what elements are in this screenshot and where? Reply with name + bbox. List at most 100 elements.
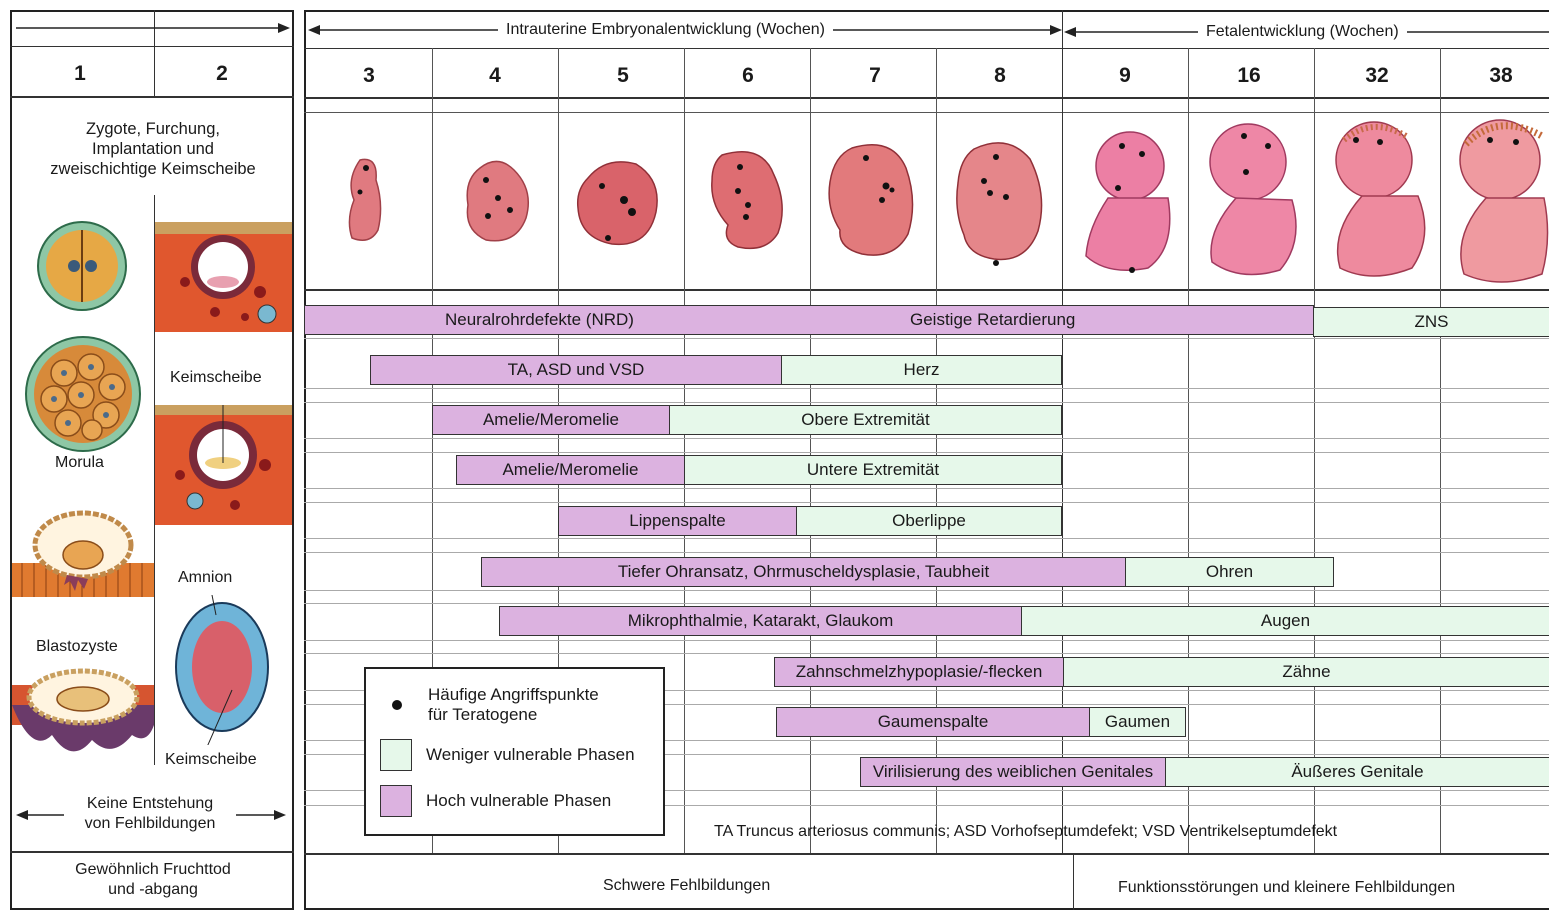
bar-heart-high-label: TA, ASD und VSD bbox=[508, 360, 645, 380]
grid-row bbox=[304, 402, 1549, 403]
bar-upper-limb-high: Amelie/Meromelie bbox=[433, 406, 669, 434]
legend-dot-row: Häufige Angriffspunkte für Teratogene bbox=[380, 685, 599, 725]
left-header-line bbox=[10, 46, 294, 47]
bar-teeth-high: Zahnschmelzhypoplasie/-flecken bbox=[775, 658, 1063, 686]
embryo-week-8 bbox=[948, 135, 1048, 270]
grid-row bbox=[304, 640, 1549, 641]
bar-eyes: Mikrophthalmie, Katarakt, Glaukom Augen bbox=[499, 606, 1549, 636]
week-number-7: 7 bbox=[845, 64, 905, 88]
bar-palate-low-label: Gaumen bbox=[1105, 712, 1170, 732]
week-number-8: 8 bbox=[970, 64, 1030, 88]
implantation-illustration-bottom bbox=[155, 405, 292, 525]
footer-severe: Schwere Fehlbildungen bbox=[603, 877, 770, 895]
bar-palate-low: Gaumen bbox=[1089, 708, 1185, 736]
week-number-3: 3 bbox=[339, 64, 399, 88]
week-number-2: 2 bbox=[192, 62, 252, 86]
no-malformation-text: Keine Entstehung von Fehlbildungen bbox=[60, 794, 240, 834]
week-number-16: 16 bbox=[1219, 64, 1279, 88]
zygote-illustration bbox=[36, 220, 128, 312]
embryo-week-3 bbox=[340, 150, 390, 250]
bar-lip-low: Oberlippe bbox=[796, 507, 1061, 535]
main-header-line bbox=[304, 48, 1549, 49]
keimscheibe-label-bottom: Keimscheibe bbox=[165, 751, 257, 769]
stage-title: Zygote, Furchung, Implantation und zweis… bbox=[14, 119, 292, 179]
bar-eyes-low: Augen bbox=[1021, 607, 1549, 635]
bar-cns-low: ZNS bbox=[1313, 307, 1549, 337]
bar-ears-high: Tiefer Ohransatz, Ohrmuscheldysplasie, T… bbox=[482, 558, 1125, 586]
bar-upper-limb-low-label: Obere Extremität bbox=[801, 410, 930, 430]
bar-teeth-low: Zähne bbox=[1063, 658, 1549, 686]
bar-upper-limb-low: Obere Extremität bbox=[669, 406, 1061, 434]
bar-eyes-low-label: Augen bbox=[1261, 611, 1310, 631]
bar-lower-limb-low-label: Untere Extremität bbox=[807, 460, 939, 480]
week-number-5: 5 bbox=[593, 64, 653, 88]
amnion-illustration bbox=[172, 595, 272, 745]
bar-lip-high-label: Lippenspalte bbox=[629, 511, 725, 531]
bar-heart-low-label: Herz bbox=[904, 360, 940, 380]
bar-genitals-low-label: Äußeres Genitale bbox=[1291, 762, 1423, 782]
blastozyste-label: Blastozyste bbox=[36, 638, 118, 656]
bar-ears: Tiefer Ohransatz, Ohrmuscheldysplasie, T… bbox=[481, 557, 1334, 587]
grid-row bbox=[304, 502, 1549, 503]
grid-col-6 bbox=[684, 48, 685, 853]
bar-palate: Gaumenspalte Gaumen bbox=[776, 707, 1186, 737]
embryo-week-7 bbox=[822, 138, 918, 266]
fetus-week-32 bbox=[1322, 120, 1436, 280]
bar-lower-limb-high: Amelie/Meromelie bbox=[457, 456, 684, 484]
morula-label: Morula bbox=[55, 454, 104, 472]
bar-genitals-high-label: Virilisierung des weiblichen Genitales bbox=[873, 762, 1153, 782]
teratogen-dot-icon bbox=[392, 700, 402, 710]
blastocyst-implanted-illustration bbox=[12, 665, 154, 765]
grid-row bbox=[304, 590, 1549, 591]
embryo-week-6 bbox=[702, 145, 792, 257]
week-number-32: 32 bbox=[1347, 64, 1407, 88]
week-number-9: 9 bbox=[1095, 64, 1155, 88]
bar-lip: Lippenspalte Oberlippe bbox=[558, 506, 1062, 536]
bar-cns-low-label: ZNS bbox=[1415, 312, 1449, 332]
bar-teeth-high-label: Zahnschmelzhypoplasie/-flecken bbox=[796, 662, 1043, 682]
legend-low-row: Weniger vulnerable Phasen bbox=[380, 739, 635, 771]
bar-lower-limb-low: Untere Extremität bbox=[684, 456, 1061, 484]
bar-ears-low-label: Ohren bbox=[1206, 562, 1253, 582]
main-image-bottom-line bbox=[304, 289, 1549, 291]
legend-low-label: Weniger vulnerable Phasen bbox=[426, 745, 635, 765]
grid-row bbox=[304, 338, 1549, 339]
bar-lip-high: Lippenspalte bbox=[559, 507, 796, 535]
bar-lip-low-label: Oberlippe bbox=[892, 511, 966, 531]
bar-genitals-high: Virilisierung des weiblichen Genitales bbox=[861, 758, 1165, 786]
week-number-1: 1 bbox=[50, 62, 110, 86]
bar-lower-limb-high-label: Amelie/Meromelie bbox=[502, 460, 638, 480]
morula-illustration bbox=[24, 335, 142, 453]
bar-heart: TA, ASD und VSD Herz bbox=[370, 355, 1062, 385]
grid-row bbox=[304, 388, 1549, 389]
week-number-38: 38 bbox=[1471, 64, 1531, 88]
bar-teeth: Zahnschmelzhypoplasie/-flecken Zähne bbox=[774, 657, 1549, 687]
implantation-illustration-top bbox=[155, 222, 292, 332]
bar-cns-high: Neuralrohrdefekte (NRD) Geistige Retardi… bbox=[304, 305, 1314, 335]
blastocyst-implanting-illustration bbox=[12, 505, 154, 600]
footer-minor: Funktionsstörungen und kleinere Fehlbild… bbox=[1118, 879, 1455, 897]
left-number-line bbox=[10, 96, 294, 98]
keimscheibe-label-top: Keimscheibe bbox=[170, 369, 262, 387]
main-footer-line bbox=[304, 853, 1549, 855]
bar-upper-limb-high-label: Amelie/Meromelie bbox=[483, 410, 619, 430]
abbreviation-note: TA Truncus arteriosus communis; ASD Vorh… bbox=[714, 823, 1337, 841]
low-vulnerable-swatch bbox=[380, 739, 412, 771]
embryonal-header: Intrauterine Embryonalentwicklung (Woche… bbox=[498, 21, 833, 39]
left-footer-text: Gewöhnlich Fruchttod und -abgang bbox=[14, 860, 292, 900]
bar-heart-low: Herz bbox=[781, 356, 1061, 384]
grid-col-38 bbox=[1440, 48, 1441, 853]
fetal-header: Fetalentwicklung (Wochen) bbox=[1198, 23, 1407, 41]
grid-row bbox=[304, 552, 1549, 553]
bar-lower-limb: Amelie/Meromelie Untere Extremität bbox=[456, 455, 1062, 485]
embryo-week-5 bbox=[572, 150, 664, 255]
bar-cns-high-label-1: Neuralrohrdefekte (NRD) bbox=[445, 310, 634, 330]
bar-upper-limb: Amelie/Meromelie Obere Extremität bbox=[432, 405, 1062, 435]
bar-ears-high-label: Tiefer Ohransatz, Ohrmuscheldysplasie, T… bbox=[618, 562, 989, 582]
bar-palate-high-label: Gaumenspalte bbox=[878, 712, 989, 732]
bar-eyes-high: Mikrophthalmie, Katarakt, Glaukom bbox=[500, 607, 1021, 635]
left-footer-line bbox=[10, 851, 294, 853]
grid-row bbox=[304, 538, 1549, 539]
grid-col-16 bbox=[1188, 48, 1189, 853]
bar-teeth-low-label: Zähne bbox=[1282, 662, 1330, 682]
